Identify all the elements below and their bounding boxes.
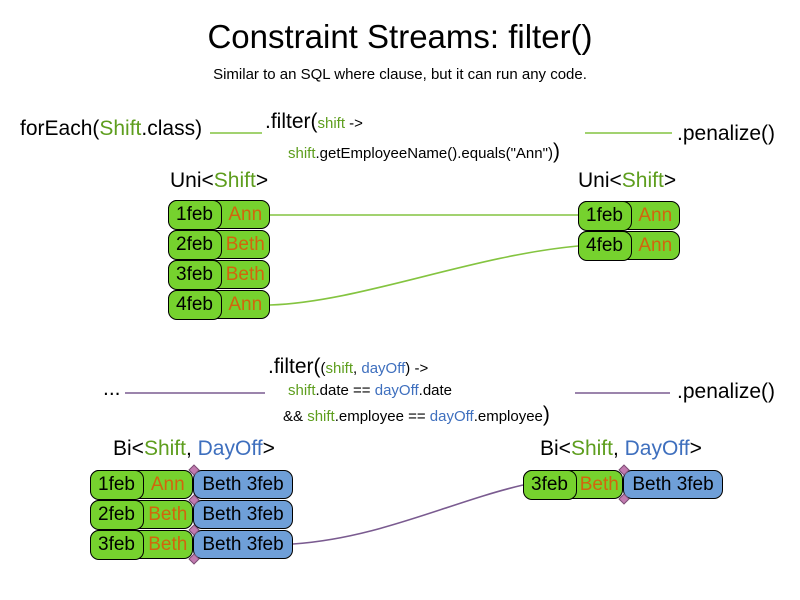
filter2-l3-pre: && [283, 408, 308, 425]
filter2-l2-mid: .date == [315, 382, 375, 399]
filter2-comma: , [353, 360, 362, 377]
bi-dayoff-card-filtered: Beth 3feb [623, 470, 723, 499]
shift-date: 4feb [167, 289, 222, 320]
shift-date: 1feb [167, 199, 222, 230]
uni-left-pre: Uni< [170, 169, 214, 192]
bi-right-t2: DayOff [624, 437, 690, 460]
shift-employee: Ann [638, 234, 673, 256]
filter1-header: .filter(shift -> [265, 110, 363, 134]
foreach-type: Shift [99, 117, 142, 140]
uni-left-type: Shift [213, 169, 256, 192]
foreach-post: .class) [141, 117, 203, 140]
filter2-l2-end: .date [418, 382, 453, 399]
wire-bi-3feb [292, 484, 524, 545]
filter2-header: .filter((shift, dayOff) -> [268, 355, 428, 379]
shift-date: 1feb [577, 200, 632, 231]
bi-left-t2: DayOff [197, 437, 263, 460]
uni-right-pre: Uni< [578, 169, 622, 192]
dayoff-label: Beth 3feb [202, 503, 284, 525]
filter2-arg2: dayOff [361, 360, 406, 377]
shift-employee: Ann [638, 204, 673, 226]
bi-left-pre: Bi< [113, 437, 144, 460]
filter2-p1: ( [320, 360, 326, 377]
filter1-arg: shift [317, 115, 346, 132]
foreach-pre: forEach( [20, 117, 100, 140]
filter1-body-rest: .getEmployeeName().equals("Ann") [315, 145, 553, 162]
uni-right-post: > [663, 169, 677, 192]
filter1-open: .filter( [265, 110, 318, 133]
uni-right-header: Uni<Shift> [578, 169, 676, 193]
bi-right-header: Bi<Shift, DayOff> [540, 437, 702, 461]
shift-employee: Beth [148, 503, 188, 525]
shift-date: 3feb [522, 469, 577, 500]
shift-card-1feb-ann: 1feb Ann [167, 199, 270, 230]
shift-employee: Beth [579, 473, 619, 495]
filter2-close: ) [542, 403, 550, 426]
shift-employee: Ann [150, 473, 185, 495]
shift-date: 1feb [89, 469, 144, 500]
ellipsis: ... [103, 377, 121, 400]
shift-employee: Ann [228, 293, 263, 315]
bi-left-header: Bi<Shift, DayOff> [113, 437, 275, 461]
bi-left-t1: Shift [143, 437, 186, 460]
filter2-l3-mid: .employee == [334, 408, 430, 425]
filter1-body-var: shift [288, 145, 316, 162]
uni-left-header: Uni<Shift> [170, 169, 268, 193]
shift-card-filtered-1feb-ann: 1feb Ann [577, 200, 680, 231]
shift-employee: Beth [225, 263, 265, 285]
page-subtitle: Similar to an SQL where clause, but it c… [213, 66, 587, 83]
filter2-l2-var1: shift [288, 382, 316, 399]
shift-employee: Ann [228, 203, 263, 225]
filter1-close: ) [552, 140, 560, 163]
dayoff-label: Beth 3feb [202, 473, 284, 495]
bi-right-comma: , [612, 437, 625, 460]
bi-left-comma: , [185, 437, 198, 460]
shift-card-filtered-4feb-ann: 4feb Ann [577, 230, 680, 261]
bi-right-pre: Bi< [540, 437, 571, 460]
shift-date: 4feb [577, 230, 632, 261]
shift-employee: Beth [225, 233, 265, 255]
shift-employee: Beth [148, 533, 188, 555]
dayoff-label: Beth 3feb [632, 473, 714, 495]
bi-dayoff-card-row2: Beth 3feb [193, 500, 293, 529]
bi-right-t1: Shift [570, 437, 613, 460]
filter2-open: .filter( [268, 355, 321, 378]
bi-shift-card-1feb-ann: 1feb Ann [89, 469, 193, 500]
filter2-l2-var2: dayOff [374, 382, 419, 399]
filter2-l3-var2: dayOff [429, 408, 474, 425]
filter2-line3: && shift.employee == dayOff.employee) [283, 403, 550, 427]
wire-4feb [269, 245, 579, 306]
bi-right-post: > [689, 437, 702, 460]
uni-left-post: > [255, 169, 269, 192]
filter1-body: shift.getEmployeeName().equals("Ann")) [288, 140, 560, 164]
bi-dayoff-card-row1: Beth 3feb [193, 470, 293, 499]
filter2-l3-end: .employee [473, 408, 543, 425]
bi-dayoff-card-row3: Beth 3feb [193, 530, 293, 559]
penalize1: .penalize() [677, 122, 776, 145]
shift-date: 2feb [89, 499, 144, 530]
uni-right-type: Shift [621, 169, 664, 192]
shift-date: 3feb [89, 529, 144, 560]
page-title: Constraint Streams: filter() [207, 18, 593, 55]
penalize2: .penalize() [677, 380, 776, 403]
shift-date: 2feb [167, 229, 222, 260]
shift-date: 3feb [167, 259, 222, 290]
filter1-arrow: -> [345, 115, 363, 132]
foreach-expression: forEach(Shift.class) [20, 117, 202, 141]
dayoff-label: Beth 3feb [202, 533, 284, 555]
filter2-arg1: shift [325, 360, 354, 377]
shift-card-4feb-ann: 4feb Ann [167, 289, 270, 320]
filter2-arrow: ) -> [405, 360, 429, 377]
filter2-l3-var1: shift [307, 408, 335, 425]
bi-left-post: > [262, 437, 275, 460]
filter2-line2: shift.date == dayOff.date [288, 382, 452, 399]
